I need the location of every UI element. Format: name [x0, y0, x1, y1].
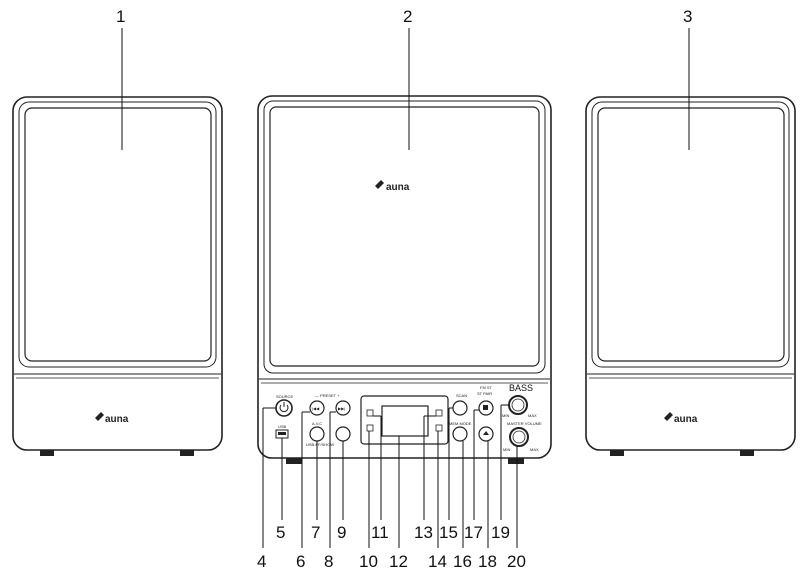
main-unit-logo: auna [375, 180, 410, 193]
svg-text:auna: auna [674, 414, 698, 425]
callout-2: 2 [403, 7, 412, 26]
svg-text:MAX: MAX [530, 447, 539, 452]
callout-7: 7 [311, 523, 320, 542]
display-button-14[interactable] [435, 424, 443, 432]
svg-text:MAX: MAX [528, 413, 537, 418]
svg-text:A.V.C: A.V.C [312, 421, 322, 426]
right-speaker: auna [585, 96, 796, 456]
display-screen [381, 405, 429, 437]
callout-19: 19 [491, 523, 510, 542]
callout-5: 5 [276, 523, 285, 542]
button-9[interactable] [335, 426, 351, 442]
left-speaker: auna [12, 96, 223, 456]
callout-14: 14 [428, 552, 447, 571]
callout-6: 6 [296, 552, 305, 571]
callout-11: 11 [371, 523, 389, 542]
right-speaker-logo: auna [664, 412, 698, 425]
preset-minus-button[interactable] [309, 400, 325, 416]
callout-17: 17 [464, 523, 483, 542]
svg-text:MIN: MIN [503, 447, 510, 452]
display-button-10[interactable] [366, 424, 374, 432]
svg-text:USB: USB [278, 424, 287, 429]
svg-text:MEM MODE: MEM MODE [449, 421, 472, 426]
callout-1: 1 [116, 7, 125, 26]
svg-text:FM ST: FM ST [480, 385, 493, 390]
callout-8: 8 [324, 552, 333, 571]
svg-text:▶▶|: ▶▶| [338, 406, 345, 411]
callout-3: 3 [683, 7, 692, 26]
preset-plus-button[interactable] [335, 400, 351, 416]
mem-mode-button[interactable] [452, 426, 468, 442]
svg-text:|◀◀: |◀◀ [312, 406, 320, 411]
callout-20: 20 [507, 552, 526, 571]
display-button-11[interactable] [366, 409, 374, 417]
power-icon [279, 404, 289, 413]
play-pause-button[interactable] [452, 400, 468, 416]
svg-text:— PRESET +: — PRESET + [315, 393, 340, 398]
main-unit: auna SOURCE USB |◀◀ ▶▶| — PRESET + A.V.C… [257, 95, 552, 464]
eject-icon [483, 431, 489, 435]
svg-text:auna: auna [386, 182, 410, 193]
svg-text:MIN: MIN [502, 413, 509, 418]
control-panel: SOURCE USB |◀◀ ▶▶| — PRESET + A.V.C USB-… [275, 383, 542, 452]
svg-text:USB-FF/SHOW: USB-FF/SHOW [306, 442, 334, 447]
callout-10: 10 [359, 552, 378, 571]
callout-13: 13 [414, 523, 433, 542]
callout-12: 12 [389, 552, 408, 571]
svg-text:SOURCE: SOURCE [276, 394, 293, 399]
callout-4: 4 [257, 552, 266, 571]
svg-text:SCAN: SCAN [456, 393, 467, 398]
bottom-callout-lines [262, 404, 518, 548]
svg-text:ST PAIR: ST PAIR [477, 391, 492, 396]
svg-text:MASTER VOLUME: MASTER VOLUME [507, 421, 542, 426]
svg-text:BASS: BASS [509, 383, 533, 393]
avc-button[interactable] [309, 426, 325, 442]
callout-15: 15 [439, 523, 458, 542]
svg-text:auna: auna [105, 414, 129, 425]
callout-18: 18 [478, 552, 497, 571]
callout-16: 16 [453, 552, 472, 571]
left-speaker-logo: auna [95, 412, 129, 425]
display-button-13[interactable] [435, 409, 443, 417]
callout-9: 9 [337, 523, 346, 542]
top-callout-lines [121, 28, 690, 150]
